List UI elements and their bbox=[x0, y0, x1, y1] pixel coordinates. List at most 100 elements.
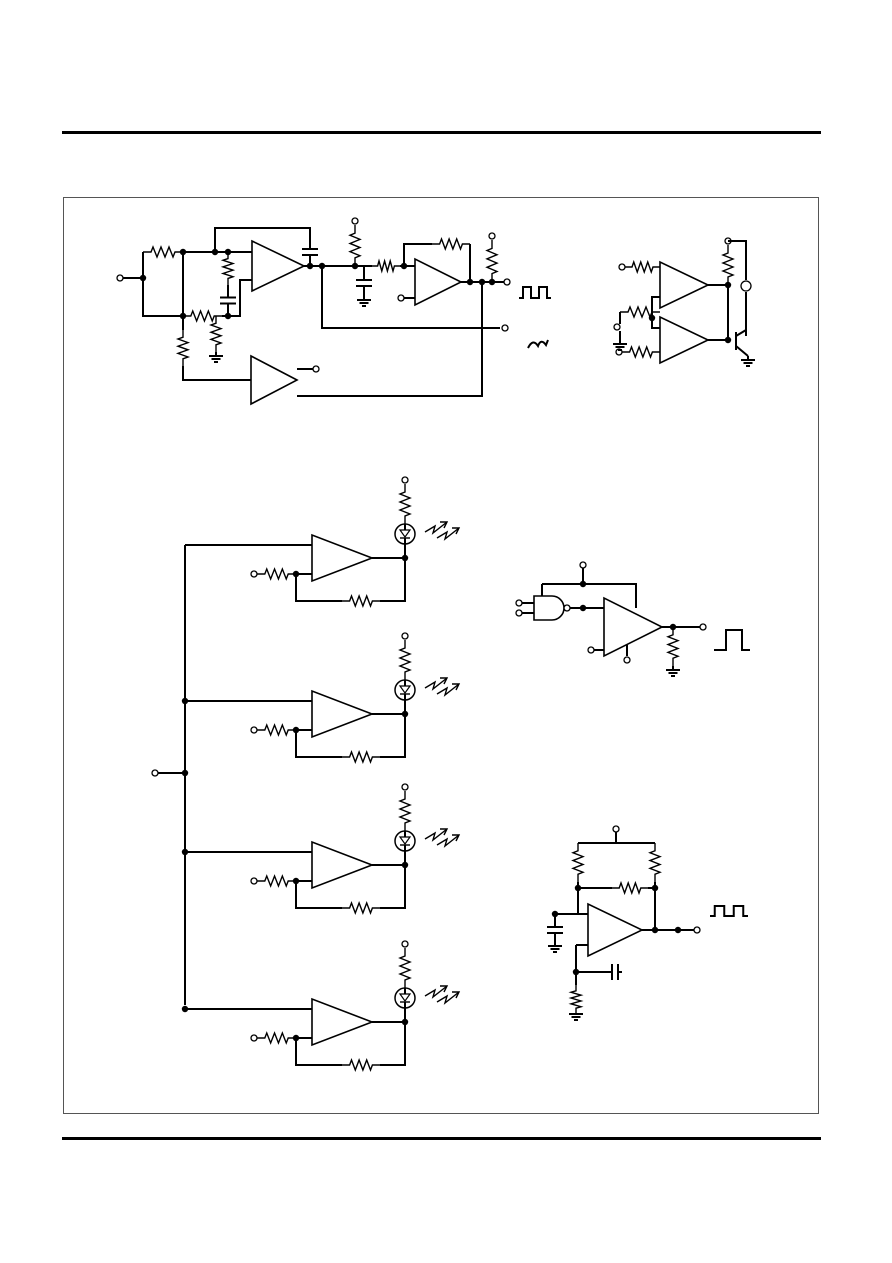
resistor-icon bbox=[257, 723, 296, 737]
terminal-pin bbox=[397, 294, 405, 302]
resistor-icon bbox=[208, 316, 224, 352]
terminal-pin bbox=[699, 623, 707, 631]
resistor-icon bbox=[721, 245, 735, 285]
resistor-icon bbox=[568, 985, 584, 1014]
resistor-icon bbox=[622, 345, 660, 359]
resistor-icon bbox=[348, 225, 362, 266]
comparator-icon bbox=[251, 239, 306, 293]
comparator-icon bbox=[603, 596, 664, 658]
wire bbox=[651, 296, 660, 318]
wire bbox=[295, 881, 342, 909]
comparator-icon bbox=[414, 257, 463, 307]
terminal-pin bbox=[401, 783, 409, 791]
wire bbox=[380, 865, 406, 909]
nand-gated-comparator bbox=[515, 561, 750, 677]
terminal-pin bbox=[401, 476, 409, 484]
resistor-icon bbox=[398, 791, 412, 831]
nand-gate-icon bbox=[533, 595, 565, 621]
sawtooth-icon bbox=[527, 339, 549, 349]
wire bbox=[142, 252, 182, 317]
terminal-pin bbox=[613, 323, 621, 331]
light-arrow-icon bbox=[424, 521, 448, 535]
wire bbox=[297, 282, 483, 397]
light-arrow-icon bbox=[436, 683, 460, 697]
footer-rule bbox=[62, 1137, 821, 1140]
resistor-icon bbox=[257, 1031, 296, 1045]
wire bbox=[403, 243, 432, 266]
resistor-icon bbox=[183, 309, 222, 323]
terminal-pin bbox=[503, 278, 511, 286]
light-arrow-icon bbox=[440, 677, 449, 685]
resistor-icon bbox=[372, 258, 400, 274]
comparator-icon bbox=[311, 533, 375, 583]
pulse-icon bbox=[714, 629, 750, 651]
terminal-pin bbox=[250, 726, 258, 734]
terminal-pin bbox=[587, 646, 595, 654]
junction-dot bbox=[181, 1005, 189, 1013]
resistor-icon bbox=[257, 567, 296, 581]
wire bbox=[295, 730, 342, 758]
terminal-pin bbox=[488, 232, 496, 240]
terminal-pin bbox=[515, 609, 523, 617]
wire bbox=[728, 240, 747, 280]
wire bbox=[182, 366, 251, 381]
light-arrow-icon bbox=[436, 991, 460, 1005]
resistor-icon bbox=[620, 305, 660, 319]
terminal-pin bbox=[693, 926, 701, 934]
terminal-pin bbox=[501, 324, 509, 332]
junction-dot bbox=[579, 604, 587, 612]
wire bbox=[380, 714, 406, 758]
wire bbox=[735, 345, 749, 357]
relaxation-oscillator bbox=[547, 825, 748, 1021]
resistor-icon bbox=[257, 874, 296, 888]
resistor-icon bbox=[432, 237, 470, 251]
resistor-icon bbox=[220, 252, 236, 285]
resistor-icon bbox=[625, 259, 660, 275]
light-arrow-icon bbox=[452, 527, 461, 535]
light-arrow-icon bbox=[424, 677, 448, 691]
terminal-pin bbox=[250, 570, 258, 578]
wire bbox=[295, 1038, 342, 1066]
nand-bubble-icon bbox=[563, 604, 571, 612]
comparator-icon bbox=[659, 315, 710, 365]
wire bbox=[542, 583, 637, 608]
wire bbox=[295, 574, 342, 602]
junction-dot bbox=[181, 697, 189, 705]
comparator-icon bbox=[311, 840, 375, 890]
terminal-pin bbox=[401, 632, 409, 640]
junction-dot bbox=[306, 262, 314, 270]
wire bbox=[380, 558, 406, 602]
junction-dot bbox=[651, 926, 659, 934]
lamp-driver-comparators bbox=[613, 237, 755, 367]
resistor-icon bbox=[612, 880, 648, 896]
comparator-icon bbox=[311, 997, 375, 1047]
wire bbox=[735, 329, 747, 337]
comparator-icon bbox=[587, 902, 644, 958]
square-wave-icon bbox=[519, 286, 551, 299]
terminal-pin bbox=[312, 365, 320, 373]
junction-dot bbox=[674, 926, 682, 934]
wire bbox=[321, 266, 500, 329]
light-arrow-icon bbox=[440, 521, 449, 529]
terminal-pin bbox=[612, 825, 620, 833]
junction-dot bbox=[466, 278, 474, 286]
terminal-pin bbox=[618, 263, 626, 271]
lamp-icon bbox=[740, 280, 752, 292]
light-arrow-icon bbox=[424, 985, 448, 999]
light-arrow-icon bbox=[436, 527, 460, 541]
resistor-icon bbox=[342, 750, 380, 764]
light-arrow-icon bbox=[440, 985, 449, 993]
figure-frame bbox=[63, 197, 819, 1114]
led-bar-driver bbox=[151, 476, 461, 1072]
resistor-icon bbox=[143, 245, 183, 259]
wire bbox=[214, 227, 311, 252]
terminal-pin bbox=[515, 599, 523, 607]
header-rule bbox=[62, 131, 821, 134]
junction-dot bbox=[181, 848, 189, 856]
light-arrow-icon bbox=[452, 834, 461, 842]
terminal-pin bbox=[401, 940, 409, 948]
resistor-icon bbox=[342, 901, 380, 915]
resistor-icon bbox=[398, 484, 412, 524]
light-arrow-icon bbox=[440, 828, 449, 836]
